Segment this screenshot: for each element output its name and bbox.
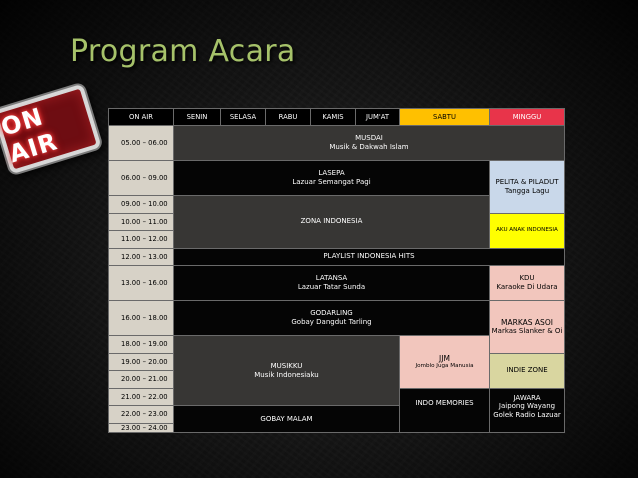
program-markas-asoi: MARKAS ASOI Markas Slanker & Oi xyxy=(490,301,564,353)
program-jawara: JAWARA Jaipong Wayang Golek Radio Lazuar xyxy=(490,388,564,432)
header-minggu: MINGGU xyxy=(490,109,564,125)
time-slot: 18.00 – 19.00 xyxy=(109,336,173,353)
header-kamis: KAMIS xyxy=(311,109,355,125)
time-slot: 20.00 – 21.00 xyxy=(109,371,173,388)
program-name: GOBAY MALAM xyxy=(260,414,313,423)
time-slot: 19.00 – 20.00 xyxy=(109,353,173,370)
time-slot: 13.00 – 16.00 xyxy=(109,266,173,300)
header-jumat: JUM'AT xyxy=(356,109,399,125)
program-name: JAWARA xyxy=(513,393,541,402)
program-subtitle: Jaipong Wayang xyxy=(498,402,556,411)
program-name: MARKAS ASOI xyxy=(501,317,553,327)
time-slot: 09.00 – 10.00 xyxy=(109,196,173,213)
program-subtitle: Markas Slanker & Oi xyxy=(491,327,563,336)
time-slot: 05.00 – 06.00 xyxy=(109,126,173,160)
header-on-air: ON AIR xyxy=(109,109,173,125)
time-slot: 16.00 – 18.00 xyxy=(109,301,173,335)
time-slot: 10.00 – 11.00 xyxy=(109,213,173,230)
program-aku-anak-indonesia: AKU ANAK INDONESIA xyxy=(490,213,564,248)
program-godarling: GODARLING Gobay Dangdut Tarling xyxy=(174,301,489,335)
program-subtitle: Lazuar Semangat Pagi xyxy=(292,178,371,186)
program-name: KDU xyxy=(519,274,535,283)
program-subtitle: Gobay Dangdut Tarling xyxy=(291,318,372,326)
time-slot: 06.00 – 09.00 xyxy=(109,161,173,195)
program-musikku: MUSIKKU Musik Indonesiaku xyxy=(174,336,399,405)
header-sabtu: SABTU xyxy=(400,109,489,125)
program-name: INDO MEMORIES xyxy=(415,398,474,407)
program-musdai: MUSDAI Musik & Dakwah Islam xyxy=(174,126,564,160)
program-jjm: JJM Jomblo Juga Manusia xyxy=(400,336,489,388)
program-subtitle: Lazuar Tatar Sunda xyxy=(297,283,366,291)
program-name: LATANSA xyxy=(315,274,348,283)
program-playlist-indonesia-hits: PLAYLIST INDONESIA HITS xyxy=(174,248,564,265)
header-rabu: RABU xyxy=(266,109,310,125)
program-name: JJM xyxy=(439,353,450,363)
program-zona-indonesia: ZONA INDONESIA xyxy=(174,196,489,248)
program-subtitle: Tangga Lagu xyxy=(504,186,550,195)
program-gobay-malam: GOBAY MALAM xyxy=(174,406,399,432)
header-senin: SENIN xyxy=(174,109,220,125)
program-name: PELITA & PILADUT xyxy=(495,178,559,186)
time-slot: 12.00 – 13.00 xyxy=(109,248,173,265)
program-subtitle: Karaoke Di Udara xyxy=(496,283,558,291)
program-name: MUSIKKU xyxy=(270,361,303,370)
program-indie-zone: INDIE ZONE xyxy=(490,353,564,388)
program-name: MUSDAI xyxy=(355,134,383,143)
program-name: GODARLING xyxy=(310,309,353,318)
on-air-sign-text: ON AIR xyxy=(0,102,61,169)
time-slot: 21.00 – 22.00 xyxy=(109,388,173,405)
program-subtitle: Musik & Dakwah Islam xyxy=(329,143,409,151)
time-slot: 22.00 – 23.00 xyxy=(109,406,173,423)
header-selasa: SELASA xyxy=(221,109,265,125)
time-slot: 11.00 – 12.00 xyxy=(109,231,173,248)
program-name: PLAYLIST INDONESIA HITS xyxy=(323,252,415,261)
schedule-table: ON AIR SENIN SELASA RABU KAMIS JUM'AT SA… xyxy=(108,108,565,433)
program-name: LASEPA xyxy=(318,169,345,178)
program-subtitle-2: Golek Radio Lazuar xyxy=(493,411,561,419)
program-name: INDIE ZONE xyxy=(506,366,548,375)
program-lasepa: LASEPA Lazuar Semangat Pagi xyxy=(174,161,489,195)
page-title: Program Acara xyxy=(70,34,296,69)
program-subtitle: Musik Indonesiaku xyxy=(254,370,319,379)
program-kdu: KDU Karaoke Di Udara xyxy=(490,266,564,300)
program-name: AKU ANAK INDONESIA xyxy=(496,227,558,233)
program-pelita-piladut: PELITA & PILADUT Tangga Lagu xyxy=(490,161,564,213)
program-name: ZONA INDONESIA xyxy=(300,217,363,226)
program-latansa: LATANSA Lazuar Tatar Sunda xyxy=(174,266,489,300)
on-air-sign: ON AIR xyxy=(0,83,102,175)
program-subtitle: Jomblo Juga Manusia xyxy=(415,362,474,369)
program-indo-memories: INDO MEMORIES xyxy=(400,388,489,432)
time-slot: 23.00 – 24.00 xyxy=(109,423,173,432)
